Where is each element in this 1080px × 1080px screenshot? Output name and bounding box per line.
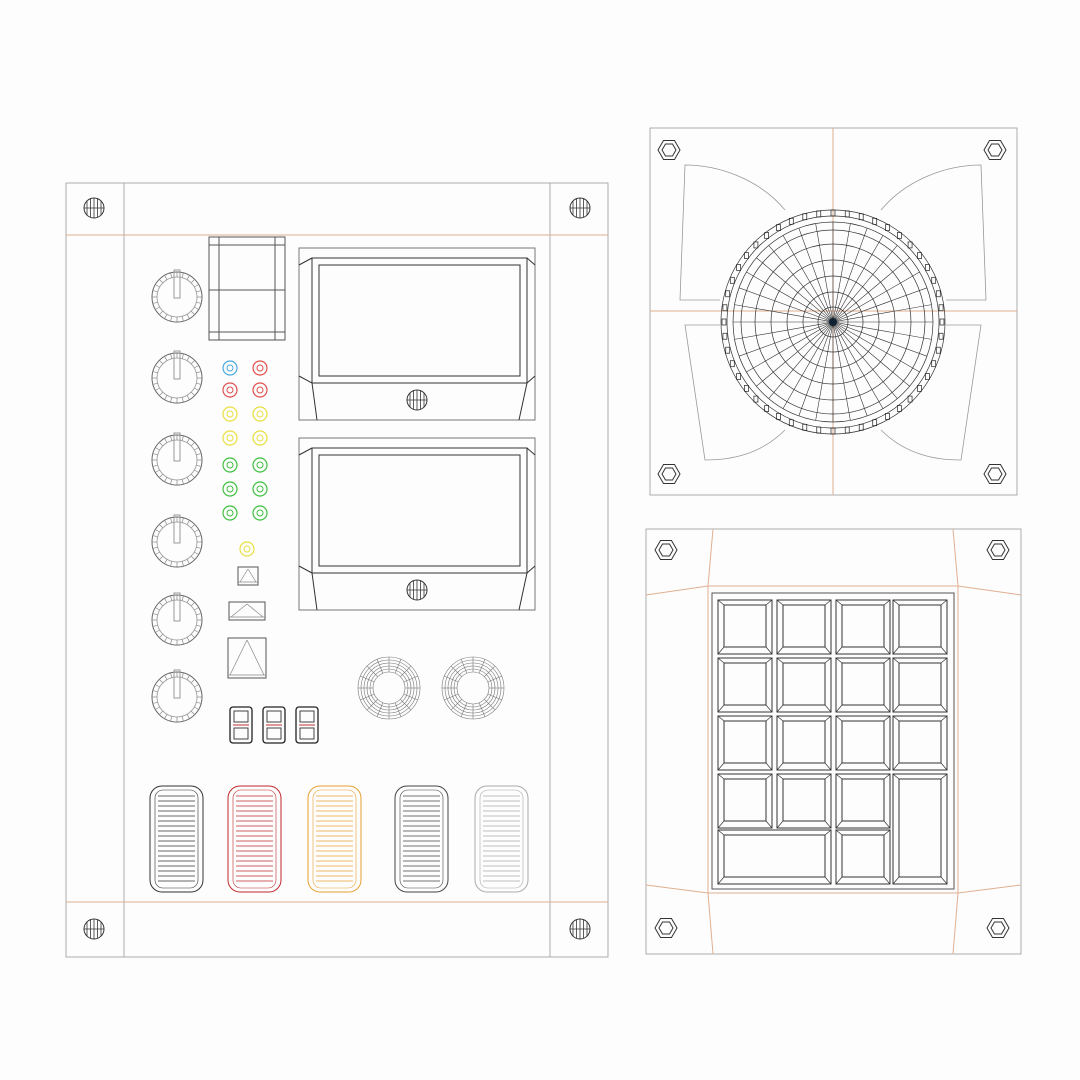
hex-nut-icon <box>983 139 1007 161</box>
keypad-key[interactable] <box>717 599 773 655</box>
led-indicator <box>252 430 268 446</box>
keypad-key[interactable] <box>717 773 773 829</box>
keypad-key[interactable] <box>776 773 832 829</box>
hex-nut-icon <box>657 139 681 161</box>
led-indicator <box>252 406 268 422</box>
keypad-bevel <box>645 528 1022 955</box>
knob[interactable] <box>151 592 203 646</box>
knob[interactable] <box>151 669 203 723</box>
square-block <box>208 236 286 341</box>
led-indicator <box>239 541 255 557</box>
fader-button[interactable] <box>474 785 529 893</box>
seven-segment-digit <box>295 706 319 744</box>
led-indicator <box>252 481 268 497</box>
knob[interactable] <box>151 432 203 486</box>
keypad-key[interactable] <box>892 599 948 655</box>
fader-button[interactable] <box>227 785 282 893</box>
led-indicator <box>222 457 238 473</box>
led-indicator <box>222 430 238 446</box>
keypad-key[interactable] <box>835 829 891 885</box>
hex-nut-icon <box>983 463 1007 485</box>
dial-panel <box>649 127 1018 496</box>
hex-nut-icon <box>654 917 678 939</box>
knob[interactable] <box>151 514 203 568</box>
hex-nut-icon <box>986 917 1010 939</box>
keypad-key[interactable] <box>717 715 773 771</box>
control-panel <box>65 182 609 958</box>
knob[interactable] <box>151 350 203 404</box>
keypad-key[interactable] <box>892 715 948 771</box>
panel-outline <box>65 182 609 958</box>
fader-button[interactable] <box>149 785 204 893</box>
keypad-key[interactable] <box>892 773 948 885</box>
dial-petals <box>679 164 987 461</box>
keypad-frame <box>711 592 955 890</box>
hex-nut-icon <box>986 539 1010 561</box>
fader-button[interactable] <box>394 785 449 893</box>
toggle-switch[interactable] <box>237 566 259 586</box>
screw-icon <box>569 918 591 940</box>
keypad-key[interactable] <box>892 657 948 713</box>
led-indicator <box>222 360 238 376</box>
seven-segment-digit <box>262 706 286 744</box>
display-screen <box>298 247 536 421</box>
led-indicator <box>222 406 238 422</box>
hex-nut-icon <box>657 463 681 485</box>
knob[interactable] <box>151 269 203 323</box>
keypad-key[interactable] <box>835 599 891 655</box>
screw-icon <box>406 579 428 601</box>
fader-button[interactable] <box>307 785 362 893</box>
keypad-key[interactable] <box>835 773 891 829</box>
keypad-key[interactable] <box>776 599 832 655</box>
led-indicator <box>252 505 268 521</box>
keypad-key[interactable] <box>717 657 773 713</box>
led-indicator <box>252 382 268 398</box>
screw-icon <box>569 197 591 219</box>
toggle-switch[interactable] <box>227 637 267 679</box>
keypad-key[interactable] <box>717 829 832 885</box>
screw-icon <box>83 197 105 219</box>
rotary-encoder[interactable] <box>357 656 421 720</box>
keypad-key[interactable] <box>835 657 891 713</box>
rotary-encoder[interactable] <box>441 656 505 720</box>
led-indicator <box>222 481 238 497</box>
led-indicator <box>222 382 238 398</box>
keypad-key[interactable] <box>776 657 832 713</box>
seven-segment-digit <box>229 706 253 744</box>
toggle-switch[interactable] <box>228 601 266 621</box>
panel-outline <box>645 528 1022 955</box>
led-indicator <box>252 360 268 376</box>
screw-icon <box>83 918 105 940</box>
keypad-key[interactable] <box>776 715 832 771</box>
large-dial[interactable] <box>720 209 946 435</box>
hex-nut-icon <box>654 539 678 561</box>
screw-icon <box>406 389 428 411</box>
keypad-panel <box>645 528 1022 955</box>
led-indicator <box>222 505 238 521</box>
display-screen <box>298 437 536 611</box>
keypad-key[interactable] <box>835 715 891 771</box>
led-indicator <box>252 457 268 473</box>
